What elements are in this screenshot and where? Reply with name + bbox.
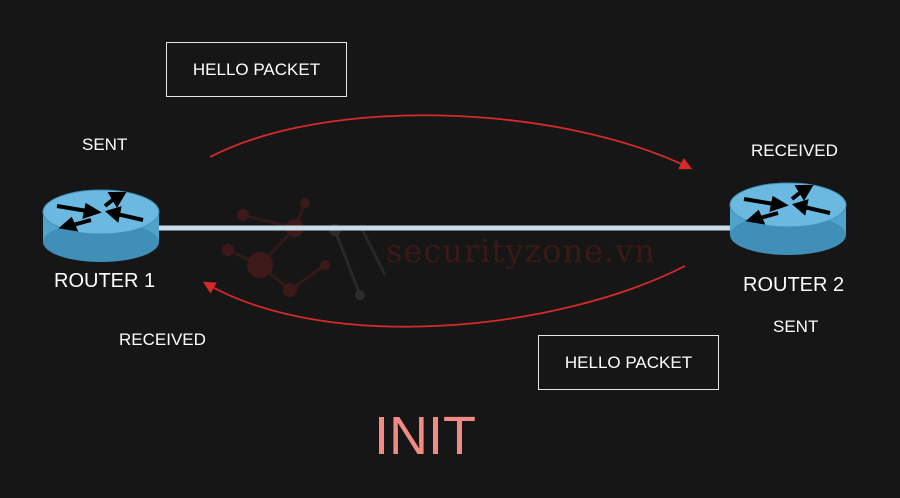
watermark-logo — [222, 198, 387, 300]
watermark-text: securityzone.vn — [386, 232, 656, 270]
hello-packet-label-bottom: HELLO PACKET — [564, 352, 693, 372]
hello-packet-label-top: HELLO PACKET — [192, 59, 321, 79]
router2-sent-label: SENT — [773, 317, 819, 336]
state-title: INIT — [374, 406, 476, 466]
router1-sent-label: SENT — [82, 135, 128, 154]
router1-received-label: RECEIVED — [119, 330, 206, 349]
router2-name: ROUTER 2 — [743, 274, 845, 296]
router-1-icon — [42, 189, 160, 262]
router1-name: ROUTER 1 — [54, 270, 156, 292]
hello-arrow-to-router1 — [202, 265, 686, 328]
hello-packet-box-top: HELLO PACKET — [166, 42, 347, 97]
hello-packet-box-bottom: HELLO PACKET — [538, 335, 719, 390]
router-2-icon — [729, 182, 847, 255]
router2-received-label: RECEIVED — [751, 141, 838, 160]
hello-arrow-to-router2 — [209, 114, 693, 170]
